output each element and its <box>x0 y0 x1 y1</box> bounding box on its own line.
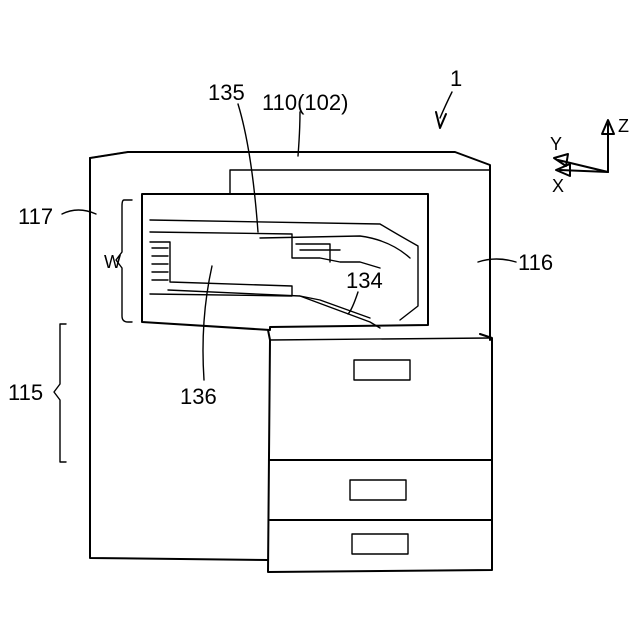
label-ref-116: 116 <box>518 250 553 275</box>
leader-116 <box>478 259 516 262</box>
machine-top-outline <box>90 152 490 340</box>
drawer-handle-2 <box>350 480 406 500</box>
label-ref-w: W <box>104 252 121 272</box>
machine-left-body <box>90 158 268 560</box>
tray-left-block <box>150 242 292 296</box>
label-ref-110: 110(102) <box>262 90 348 115</box>
inner-recess <box>142 194 428 330</box>
label-ref-1: 1 <box>450 66 462 91</box>
feeder-inner-box <box>296 244 340 262</box>
label-ref-115: 115 <box>8 380 43 405</box>
leader-110 <box>298 112 300 156</box>
feeder-slope <box>260 236 410 258</box>
recess-top-panel <box>230 170 490 194</box>
machine-top-edge <box>90 152 128 158</box>
drawer-handle-1 <box>354 360 410 380</box>
tray-slats <box>152 248 168 280</box>
label-ref-117: 117 <box>18 204 53 229</box>
front-cabinet <box>268 330 492 572</box>
label-ref-135: 135 <box>208 80 245 105</box>
axis-label-z: Z <box>618 116 629 136</box>
label-ref-134: 134 <box>346 268 383 293</box>
label-ref-136: 136 <box>180 384 217 409</box>
axis-label-y: Y <box>550 134 562 154</box>
axis-label-x: X <box>552 176 564 196</box>
cabinet-top-edge <box>270 338 490 340</box>
drawer-handle-3 <box>352 534 408 554</box>
bracket-115 <box>54 324 66 462</box>
leader-135 <box>238 104 258 232</box>
